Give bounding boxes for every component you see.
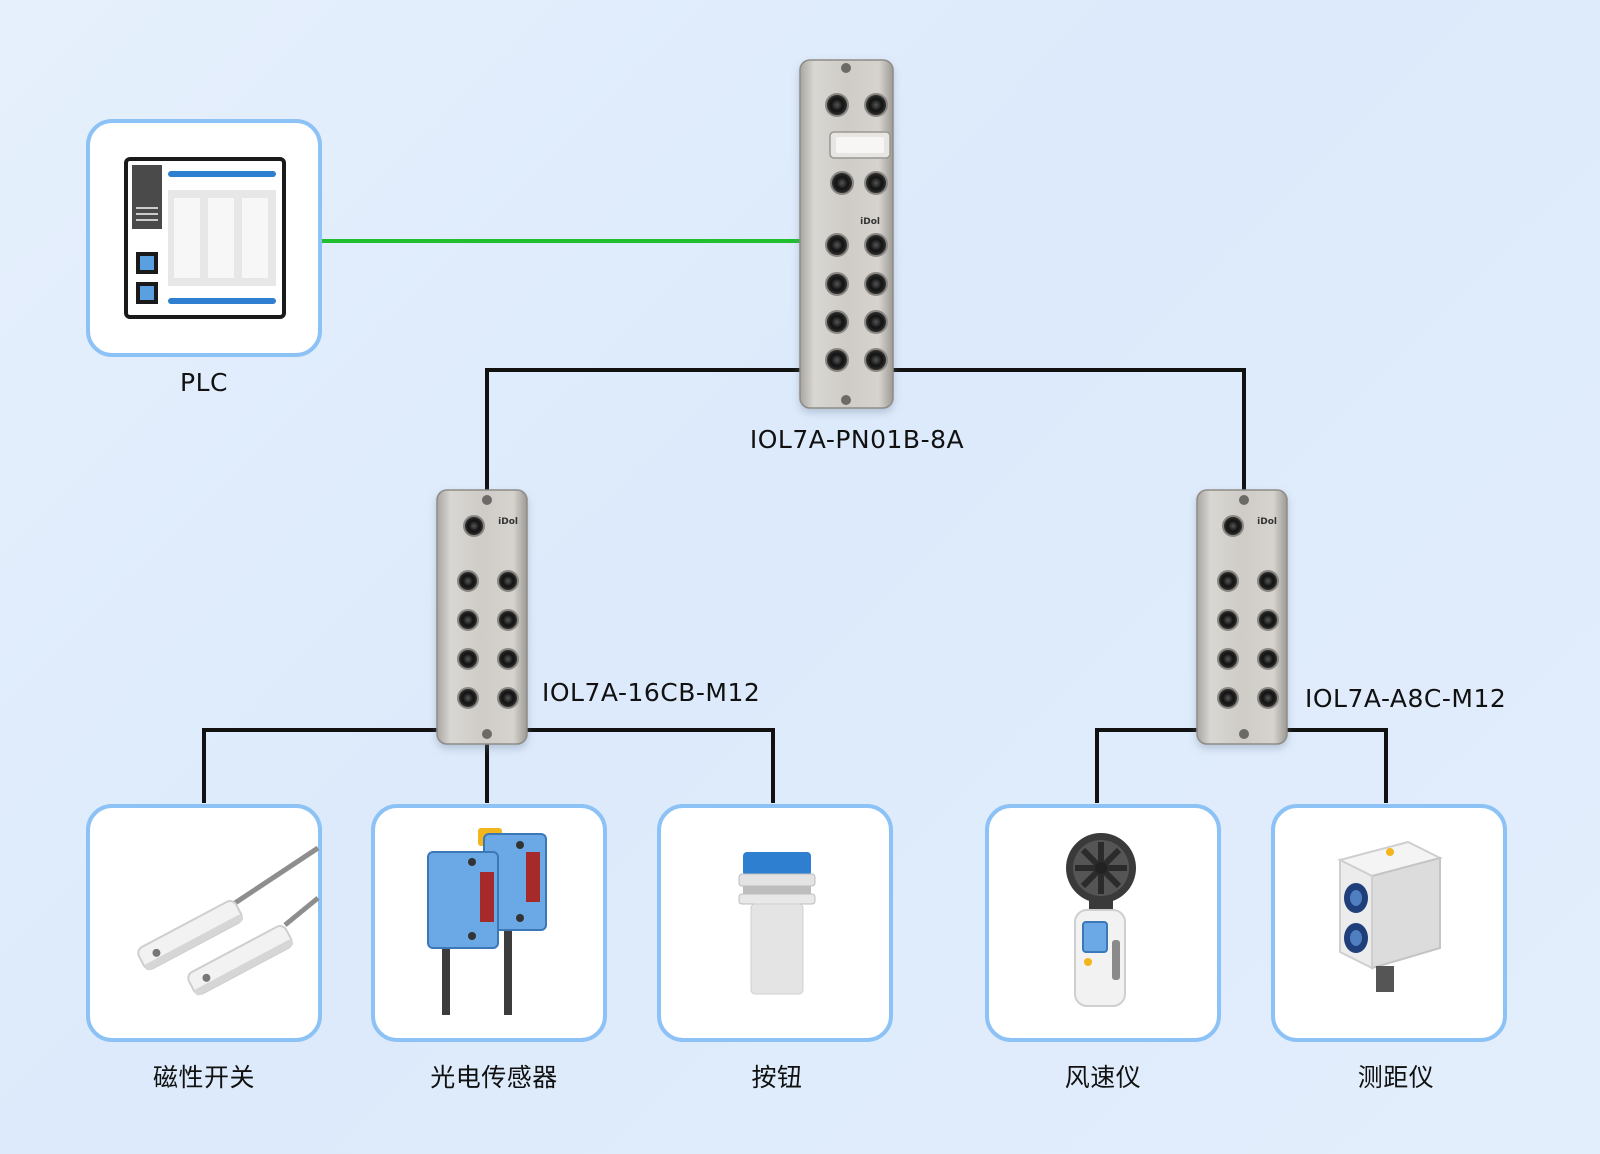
device-card-rangefinder[interactable] bbox=[1271, 804, 1507, 1042]
device-card-photoelectric-sensor[interactable] bbox=[371, 804, 607, 1042]
device-label-rangefinder: 测距仪 bbox=[1357, 1063, 1435, 1092]
master-io-ports bbox=[825, 233, 888, 372]
master-module[interactable]: iDol bbox=[799, 59, 894, 409]
hub-left-io-ports bbox=[457, 570, 519, 709]
plc-label: PLC bbox=[180, 368, 228, 397]
device-label-anemometer: 风速仪 bbox=[1064, 1063, 1142, 1092]
device-label-push-button: 按钮 bbox=[751, 1063, 803, 1092]
master-to-right-hub-line bbox=[893, 368, 1246, 492]
anemometer-icon bbox=[1066, 833, 1136, 1007]
device-label-magnetic-switch: 磁性开关 bbox=[152, 1063, 256, 1092]
master-module-label: IOL7A-PN01B-8A bbox=[749, 425, 965, 454]
plc-icon bbox=[124, 157, 286, 319]
device-label-photoelectric-sensor: 光电传感器 bbox=[430, 1063, 558, 1092]
hub-right-module[interactable]: iDol bbox=[1196, 489, 1288, 745]
hub-right-label: IOL7A-A8C-M12 bbox=[1305, 684, 1507, 713]
device-card-magnetic-switch[interactable] bbox=[86, 804, 322, 1042]
push-button-icon bbox=[738, 852, 816, 995]
hub-left-label: IOL7A-16CB-M12 bbox=[542, 678, 761, 707]
device-card-push-button[interactable] bbox=[657, 804, 893, 1042]
magnetic-switch-icon bbox=[137, 845, 320, 996]
hub-left-module[interactable]: iDol bbox=[436, 489, 528, 745]
hub-right-brand-text: iDol bbox=[1257, 517, 1277, 527]
device-card-anemometer[interactable] bbox=[985, 804, 1221, 1042]
master-brand-text: iDol bbox=[860, 217, 880, 227]
hub-right-io-ports bbox=[1217, 570, 1279, 709]
rangefinder-icon bbox=[1337, 840, 1443, 992]
hub-left-brand-text: iDol bbox=[498, 517, 518, 527]
master-to-left-hub-line bbox=[485, 368, 800, 492]
plc-card[interactable] bbox=[86, 119, 322, 357]
photoelectric-sensor-icon bbox=[427, 828, 547, 1015]
